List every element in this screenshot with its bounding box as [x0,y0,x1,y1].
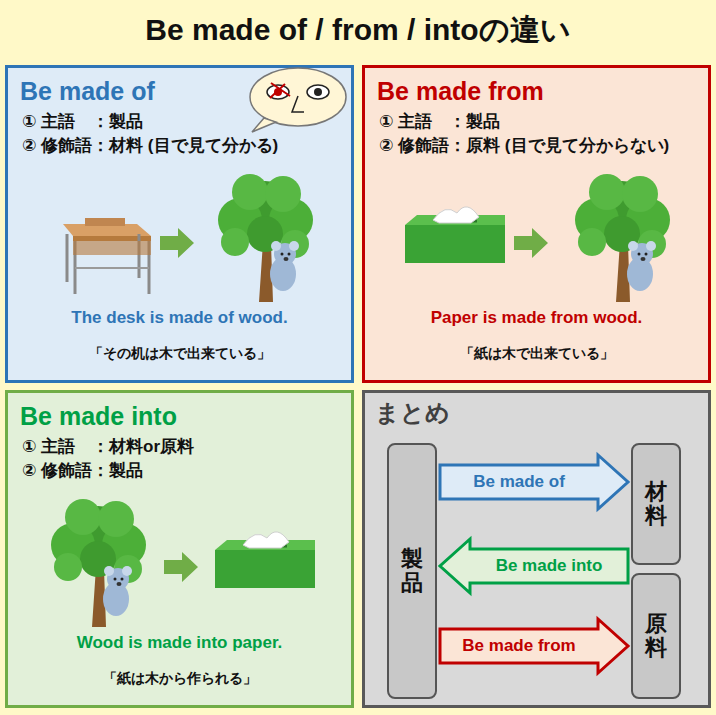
panel-text: The desk is made of wood. [8,308,351,328]
term-box: 材料 [631,443,681,565]
term-text: 原料 [645,612,667,660]
panel-heading: Be made into [20,401,177,431]
tree [51,499,146,627]
panel-text: ① 主語 ：製品 [22,112,143,132]
desk [63,218,151,294]
title: Be made of / from / intoの違い [0,12,716,48]
panel-text: 「紙は木で出来ている」 [365,345,708,362]
arrow-label: Be made into [496,556,603,576]
term-text: 材料 [645,480,667,528]
panel-heading: Be made from [377,76,544,106]
tree [575,174,670,302]
panel-text: Wood is made into paper. [8,633,351,653]
panel-text: ① 主語 ：材料or原料 [22,437,194,457]
block-arrow [440,455,628,509]
arrow-label: Be made from [462,636,575,656]
tissue-box [215,532,315,588]
panel-heading: Be made of [20,76,155,106]
panel-heading: まとめ [375,399,450,428]
term-box: 原料 [631,573,681,699]
tissue-box [405,207,505,263]
arrow-icon [160,228,194,258]
tree [218,174,313,302]
term-text: 製品 [401,547,423,595]
term-box: 製品 [387,443,437,699]
panel-text: Paper is made from wood. [365,308,708,328]
panel-text: ② 修飾語：材料 (目で見て分かる) [22,136,278,156]
panel-text: ① 主語 ：製品 [379,112,500,132]
panel-text: ② 修飾語：原料 (目で見て分からない) [379,136,669,156]
arrow-icon [164,552,198,582]
arrow-icon [514,228,548,258]
panel-text: ② 修飾語：製品 [22,461,143,481]
arrow-label: Be made of [473,472,565,492]
eye-bubble [250,68,346,132]
panel-text: 「紙は木から作られる」 [8,670,351,687]
panel-text: 「その机は木で出来ている」 [8,345,351,362]
block-arrow [440,619,628,673]
block-arrow [440,539,628,593]
